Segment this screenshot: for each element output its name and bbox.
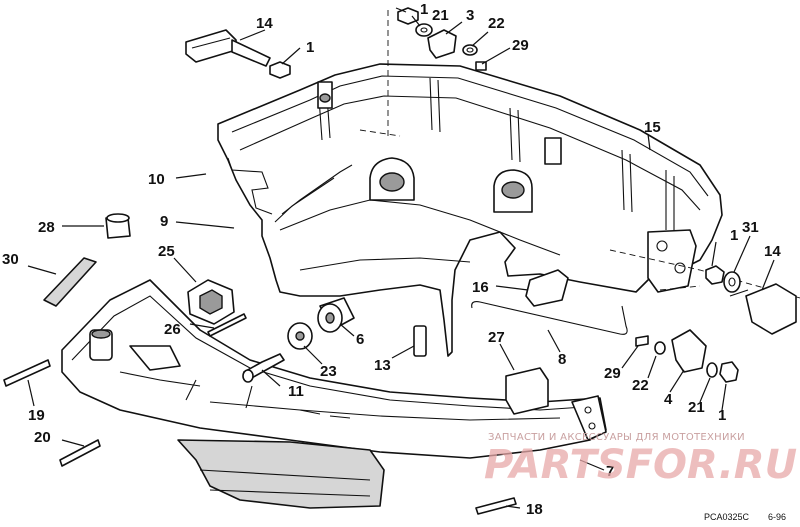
- callout-27: 27: [488, 329, 505, 346]
- callout-30: 30: [2, 251, 19, 268]
- washer-part-large: [287, 322, 313, 350]
- slider-part: [413, 325, 427, 357]
- callout-1-top-center: 1: [420, 1, 428, 18]
- callout-15: 15: [644, 119, 661, 136]
- callout-7: 7: [606, 463, 614, 480]
- pin-part: [207, 313, 247, 337]
- cover-plate-part: [505, 367, 549, 415]
- callout-11: 11: [288, 383, 304, 400]
- callout-14-top: 14: [256, 15, 273, 32]
- callout-29-top: 29: [512, 37, 529, 54]
- callout-8: 8: [558, 351, 566, 368]
- latch-handle-part-top: [185, 29, 271, 67]
- callout-28: 28: [38, 219, 55, 236]
- lower-cowl-part: [61, 279, 607, 509]
- callout-18: 18: [526, 501, 543, 518]
- upper-cowl-part: [217, 10, 800, 357]
- callout-9: 9: [160, 213, 168, 230]
- watermark-tagline: ЗАПЧАСТИ И АКСЕССУАРЫ ДЛЯ МОТОТЕХНИКИ: [488, 432, 745, 443]
- callout-22-right: 22: [632, 377, 649, 394]
- right-side-hardware: [705, 265, 797, 335]
- callout-3: 3: [466, 7, 474, 24]
- pad-part: [525, 269, 569, 307]
- watermark: ЗАПЧАСТИ И АКСЕССУАРЫ ДЛЯ МОТОТЕХНИКИ PA…: [484, 432, 797, 488]
- callout-6: 6: [356, 331, 364, 348]
- drawing-reference: PCA0325C 6-96: [704, 512, 786, 522]
- callout-31: 31: [742, 219, 759, 236]
- callout-21-right: 21: [688, 399, 705, 416]
- callout-14-right: 14: [764, 243, 781, 260]
- bushing-part: [317, 297, 355, 333]
- callout-4: 4: [664, 391, 673, 408]
- callout-29-right: 29: [604, 365, 621, 382]
- callout-13: 13: [374, 357, 391, 374]
- bolt-part-18: [475, 497, 517, 515]
- callout-16: 16: [472, 279, 489, 296]
- bolt-part-19: [3, 359, 51, 387]
- callout-22-top: 22: [488, 15, 505, 32]
- top-center-hardware: [397, 7, 487, 71]
- callout-26: 26: [164, 321, 181, 338]
- callout-1-right: 1: [730, 227, 738, 244]
- seal-strip-part: [43, 257, 97, 307]
- leader-lines: [27, 7, 775, 509]
- callout-10: 10: [148, 171, 165, 188]
- watermark-brand: PARTSFOR.RU: [484, 442, 797, 488]
- grommet-part: [187, 279, 235, 325]
- callout-25: 25: [158, 243, 175, 260]
- callout-23: 23: [320, 363, 337, 380]
- drawing-date: 6-96: [768, 512, 786, 522]
- callout-1-lower-right: 1: [718, 407, 726, 424]
- callout-20: 20: [34, 429, 51, 446]
- stud-part: [242, 353, 285, 383]
- drawing-code: PCA0325C: [704, 512, 750, 522]
- callout-19: 19: [28, 407, 45, 424]
- right-lower-hardware: [635, 329, 739, 383]
- callout-1-top-left: 1: [306, 39, 314, 56]
- nut-part-top-left: [269, 61, 291, 79]
- rubber-block-part: [105, 213, 131, 239]
- callout-21-top: 21: [432, 7, 449, 24]
- callout-labels: 14 1 1 21 3 22 29 15 10 9 28 30 25 26 6 …: [2, 1, 781, 518]
- bolt-part-20: [59, 439, 101, 467]
- cable-part: [471, 301, 628, 335]
